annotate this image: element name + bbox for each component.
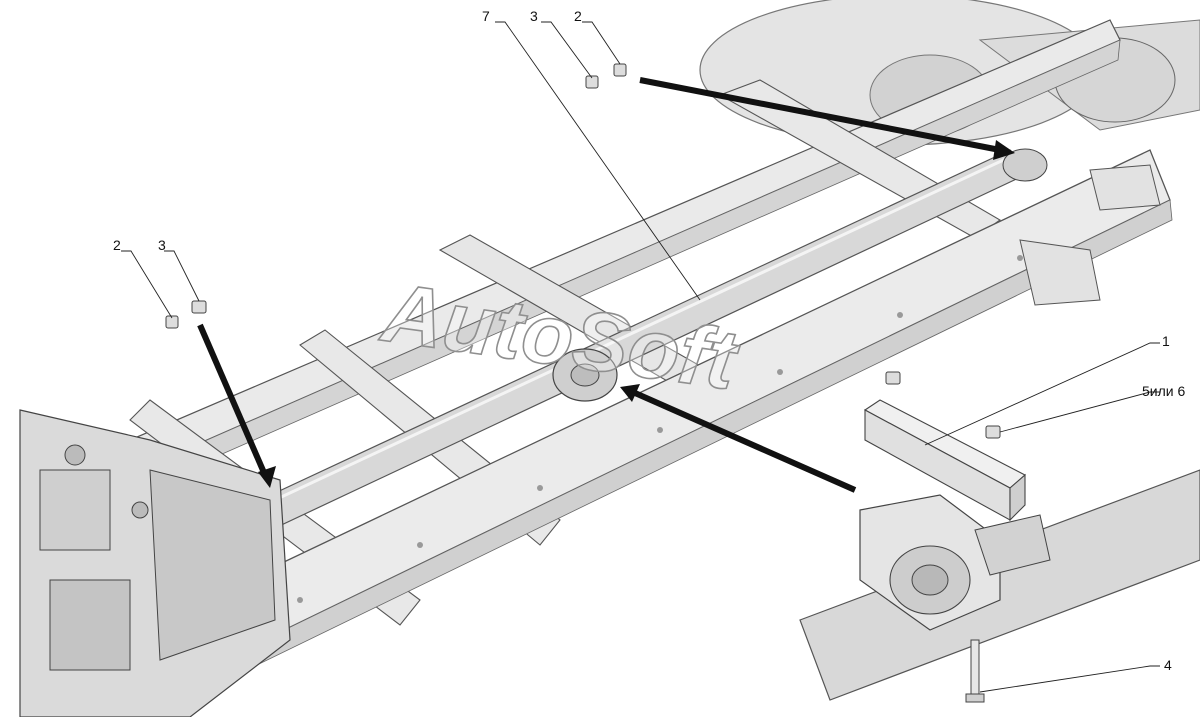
gearbox-assembly (19, 409, 291, 717)
intermediate-support-detail (799, 469, 1200, 701)
leader-lines (121, 21, 1160, 693)
part-1-bar (863, 399, 1026, 522)
callout-4: 4 (1164, 657, 1172, 673)
fasteners (165, 63, 1001, 703)
callout-1: 1 (1162, 333, 1170, 349)
assembly-arrows (197, 77, 1015, 493)
callout-2-top: 2 (574, 8, 582, 24)
callout-3-left: 3 (158, 237, 166, 253)
callout-2-left: 2 (113, 237, 121, 253)
callout-7: 7 (482, 8, 490, 24)
callout-5-6: 5или 6 (1142, 383, 1185, 399)
spring-bracket (1019, 164, 1161, 306)
callout-3-top: 3 (530, 8, 538, 24)
